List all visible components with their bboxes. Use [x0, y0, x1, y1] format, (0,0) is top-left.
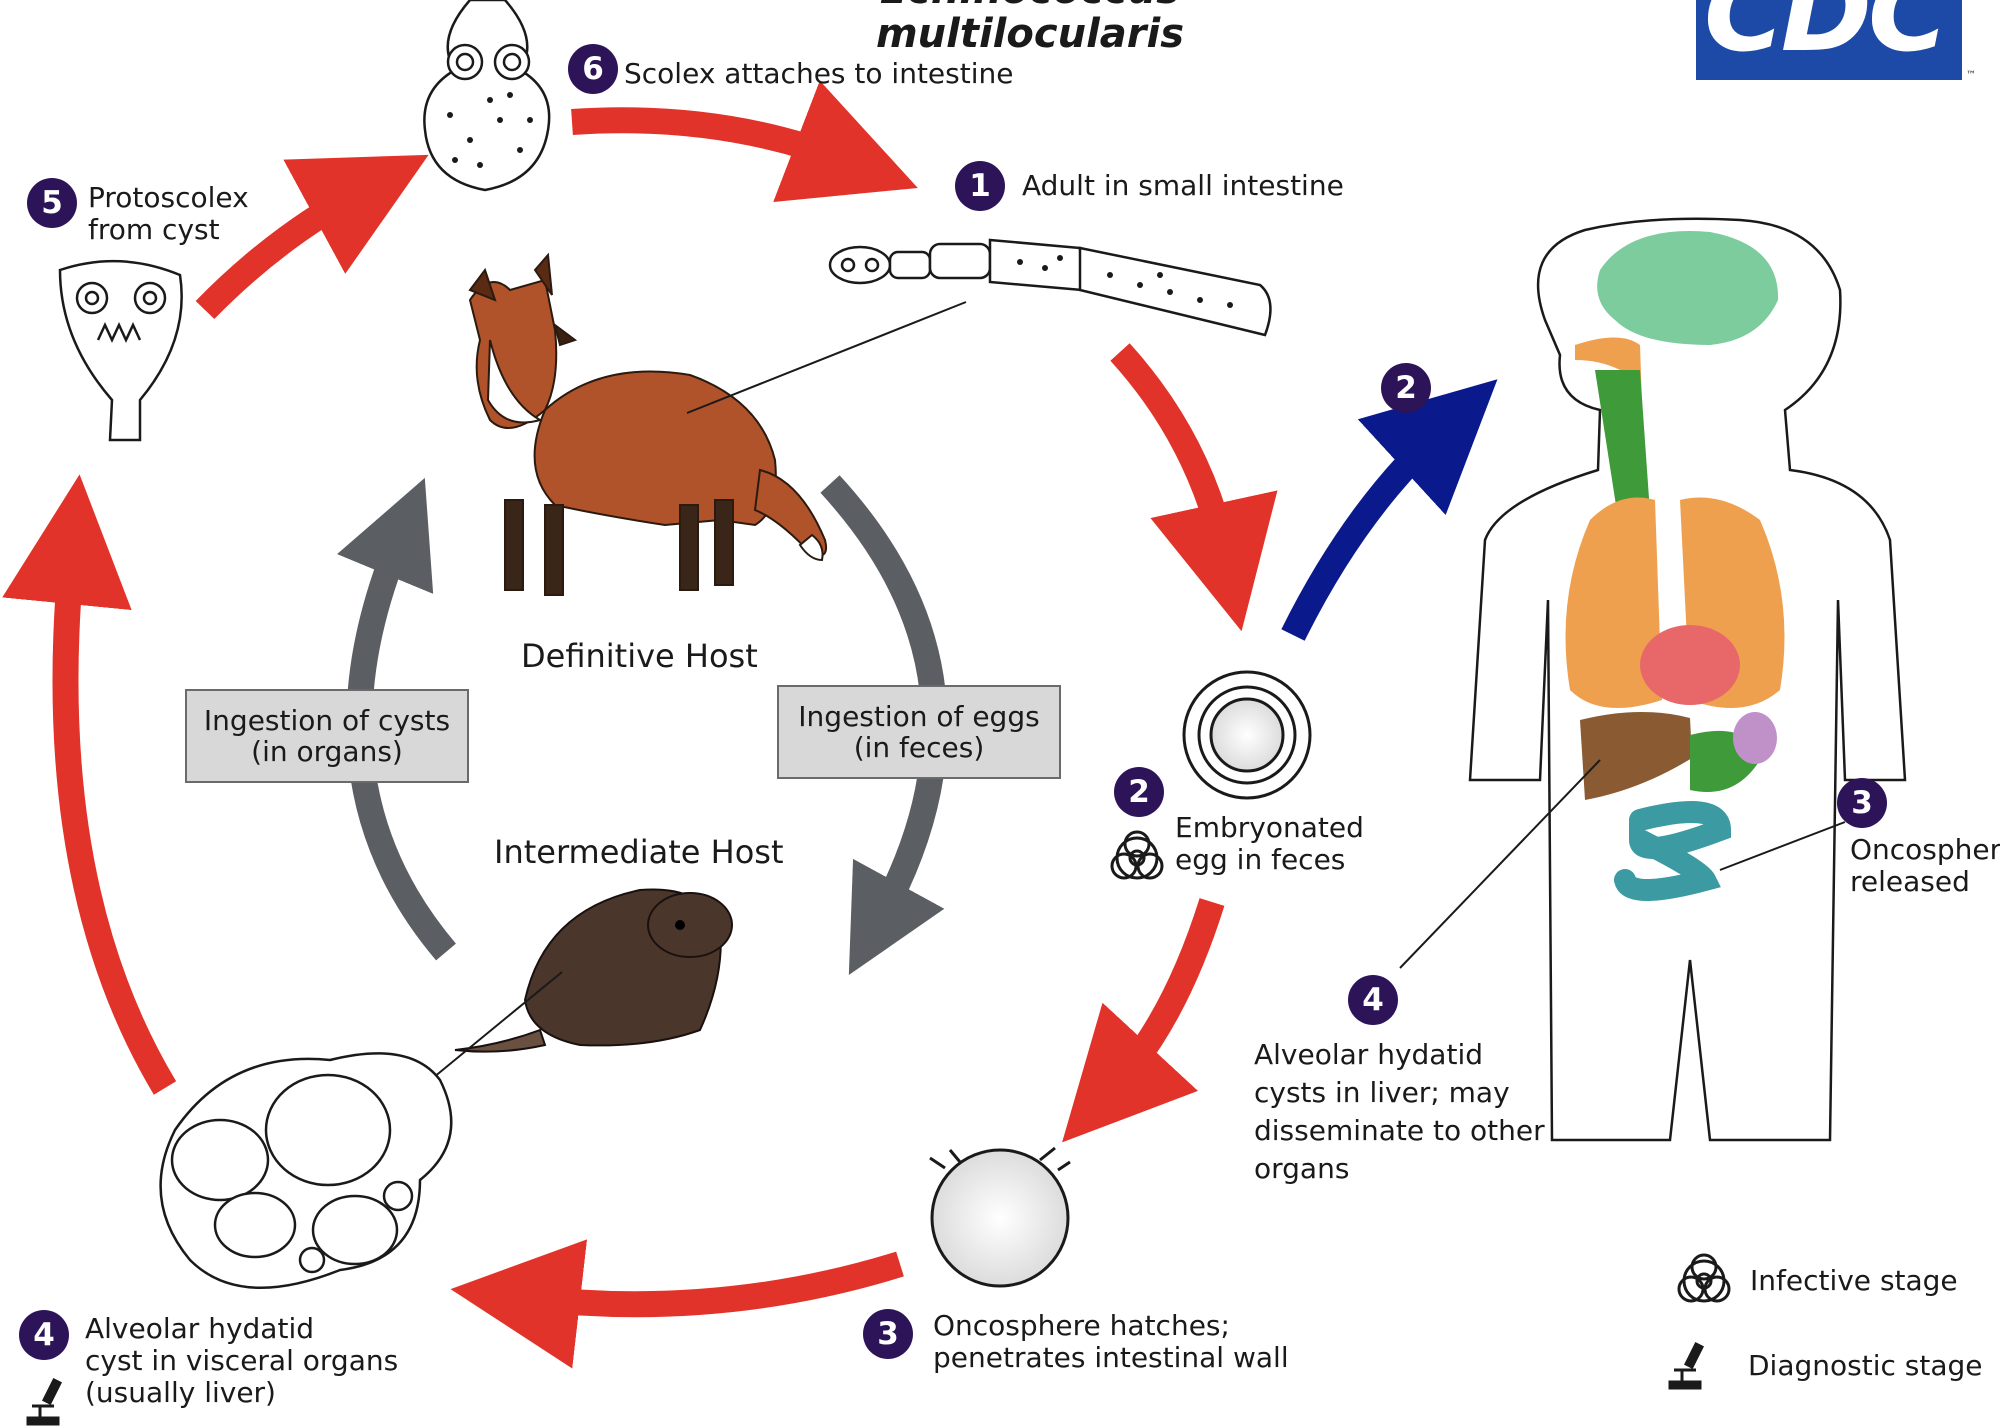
arrow-3-to-4 — [450, 1239, 904, 1369]
scolex-illustration — [423, 0, 551, 192]
stage-1-badge: 1 — [955, 161, 1005, 211]
legend-diagnostic-stage: Diagnostic stage — [1748, 1349, 1983, 1382]
stage-3-badge: 3 — [863, 1309, 913, 1359]
spleen — [1733, 712, 1777, 764]
trademark-symbol: ™ — [1966, 70, 1976, 81]
diagram-title: Echinococcus multilocularis — [875, 0, 1185, 57]
cdc-logo-text: CDC — [1704, 0, 1949, 76]
stage-1-label: Adult in small intestine — [1022, 169, 1344, 202]
fox-illustration — [468, 252, 828, 596]
human-stage-3-label: Oncosphere released — [1850, 833, 2000, 898]
stage-3-label: Oncosphere hatches; penetrates intestina… — [933, 1309, 1289, 1374]
ingestion-of-eggs-box: Ingestion of eggs (in feces) — [777, 685, 1061, 779]
arrow-6-to-1 — [571, 80, 918, 203]
stage-6-label: Scolex attaches to intestine — [624, 57, 1014, 90]
microscope-icon — [26, 1377, 63, 1426]
cdc-logo: CDC — [1696, 0, 1962, 80]
stage-4-badge: 4 — [19, 1310, 69, 1360]
ingestion-of-cysts-box: Ingestion of cysts (in organs) — [185, 689, 469, 783]
stage-2-badge: 2 — [1114, 767, 1164, 817]
egg-illustration — [1182, 670, 1312, 800]
adult-worm-illustration — [828, 238, 1272, 337]
alveolar-cyst-illustration — [159, 1052, 453, 1290]
liver — [1580, 711, 1692, 800]
arrow-2-to-3 — [1062, 898, 1225, 1143]
human-stage-4-label: Alveolar hydatid cysts in liver; may dis… — [1254, 1038, 1545, 1185]
biohazard-icon — [1110, 830, 1164, 880]
human-stage-4-badge: 4 — [1348, 975, 1398, 1025]
definitive-host-label: Definitive Host — [521, 637, 758, 675]
human-stage-3-badge: 3 — [1837, 778, 1887, 828]
lifecycle-arrows — [2, 80, 1278, 1369]
arrow-5-to-6 — [195, 154, 429, 320]
protoscolex-illustration — [58, 259, 183, 442]
pointer-line-human-intestine — [1719, 821, 1846, 871]
intestine — [1614, 801, 1732, 901]
human-stage-2-badge: 2 — [1381, 363, 1431, 413]
oncosphere-illustration — [929, 1146, 1071, 1288]
pointer-line-fox — [686, 301, 967, 414]
arrow-egg-to-human — [1281, 379, 1498, 641]
stage-5-badge: 5 — [27, 178, 77, 228]
stage-2-label: Embryonated egg in feces — [1175, 811, 1364, 876]
human-body-illustration — [1468, 217, 1907, 1142]
rodent-illustration — [454, 888, 733, 1053]
arrow-1-to-2 — [1110, 343, 1278, 632]
stage-5-label: Protoscolex from cyst — [88, 181, 249, 246]
intermediate-host-label: Intermediate Host — [494, 833, 784, 871]
microscope-icon — [1668, 1341, 1705, 1390]
biohazard-icon — [1677, 1253, 1731, 1303]
arrow-4-to-5 — [2, 474, 177, 1095]
pointer-line-human-liver — [1399, 759, 1601, 969]
stage-6-badge: 6 — [568, 44, 618, 94]
brain — [1597, 231, 1779, 345]
heart — [1640, 625, 1740, 705]
stage-4-label: Alveolar hydatid cyst in visceral organs… — [85, 1312, 399, 1409]
legend-infective-stage: Infective stage — [1750, 1264, 1958, 1297]
